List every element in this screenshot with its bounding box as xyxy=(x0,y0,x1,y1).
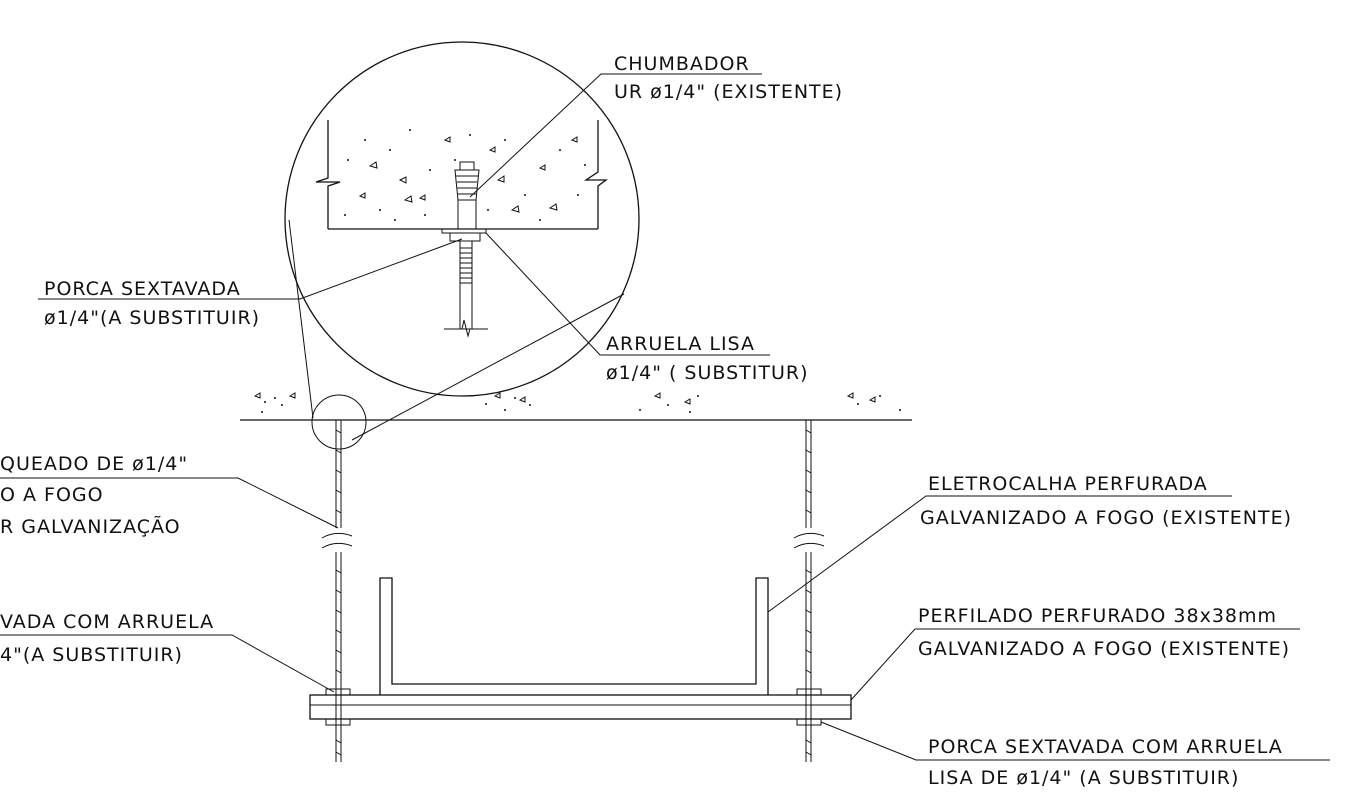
label-porca-bottom-line2: LISA DE ø1/4" (A SUBSTITUIR) xyxy=(928,767,1239,789)
detail-circle xyxy=(284,41,640,397)
label-eletrocalha-line1: ELETROCALHA PERFURADA xyxy=(928,473,1208,495)
label-porca-top-line1: PORCA SEXTAVADA xyxy=(44,278,241,300)
threaded-rod-right xyxy=(793,420,825,762)
leader-lines xyxy=(0,73,1330,761)
label-vergalhao-line3: R GALVANIZAÇÃO xyxy=(0,515,181,538)
label-chumbador-line2: UR ø1/4" (EXISTENTE) xyxy=(614,81,843,103)
nut-washer-top-left xyxy=(325,688,351,696)
detail-projection-right xyxy=(351,293,625,441)
detail-magnified-view xyxy=(284,41,640,397)
label-porca-left-line1: VADA COM ARRUELA xyxy=(0,611,214,633)
label-perfilado-line2: GALVANIZADO A FOGO (EXISTENTE) xyxy=(918,638,1290,660)
detail-anchor-bolt xyxy=(441,161,488,338)
detail-concrete-texture xyxy=(344,129,586,221)
label-eletrocalha-line2: GALVANIZADO A FOGO (EXISTENTE) xyxy=(920,507,1292,529)
label-perfilado-line1: PERFILADO PERFURADO 38x38mm xyxy=(918,605,1277,627)
nut-washer-top-right xyxy=(796,688,822,696)
detail-wall-left xyxy=(315,120,341,229)
detail-reference-circle xyxy=(311,394,367,450)
slab-concrete-texture xyxy=(253,392,901,413)
label-porca-bottom-line1: PORCA SEXTAVADA COM ARRUELA xyxy=(928,736,1283,758)
threaded-rod-left xyxy=(321,420,353,762)
nut-washer-bottom-left xyxy=(325,718,351,726)
label-vergalhao-line2: O A FOGO xyxy=(0,484,104,506)
detail-projection-left xyxy=(288,219,314,419)
cable-tray xyxy=(379,577,769,695)
label-vergalhao-line1: QUEADO DE ø1/4" xyxy=(0,453,188,475)
label-chumbador-line1: CHUMBADOR xyxy=(614,53,750,75)
label-porca-top-line2: ø1/4"(A SUBSTITUIR) xyxy=(44,307,260,329)
label-arruela-line2: ø1/4" ( SUBSTITUR) xyxy=(606,362,809,384)
label-arruela-line1: ARRUELA LISA xyxy=(606,333,755,355)
nut-washer-bottom-right xyxy=(796,718,822,726)
label-porca-left-line2: 4"(A SUBSTITUIR) xyxy=(0,644,183,666)
detail-wall-right xyxy=(583,120,608,229)
strut-channel xyxy=(309,694,852,720)
